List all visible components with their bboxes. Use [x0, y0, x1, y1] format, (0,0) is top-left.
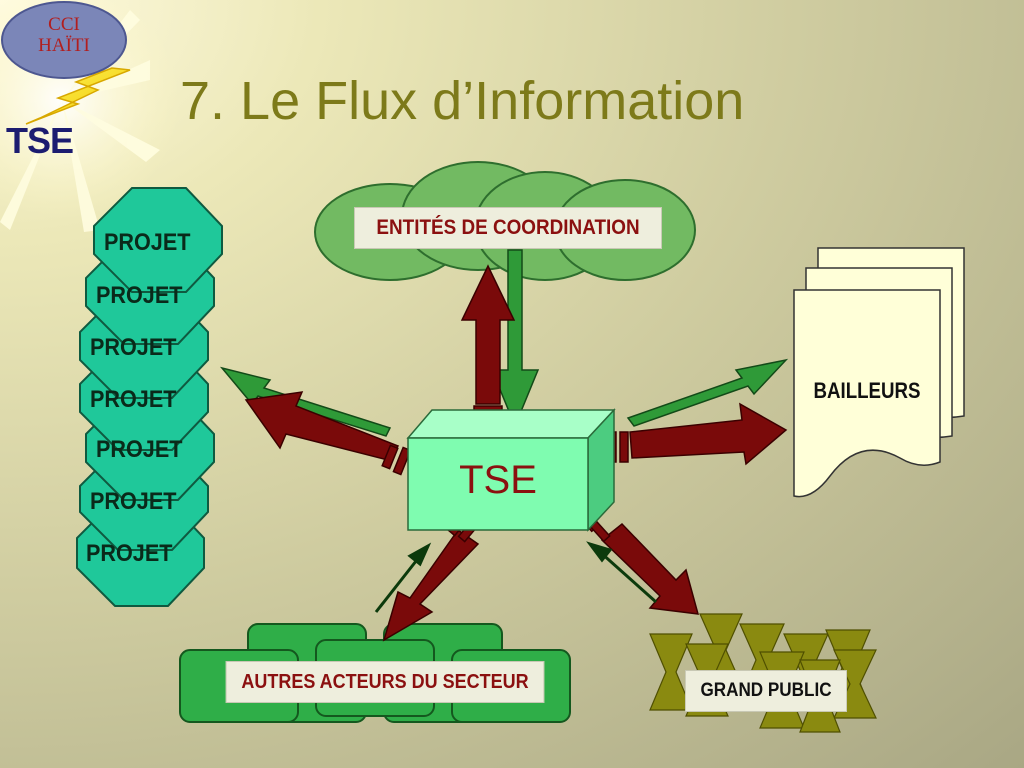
projet-stack: [76, 187, 223, 607]
tse-cube: [406, 408, 616, 532]
projet-label: PROJET: [96, 436, 183, 463]
lightning-bolt-icon: [25, 67, 131, 125]
logo-tse-text: TSE: [6, 120, 74, 161]
slide-title: 7. Le Flux d’Information: [180, 71, 745, 131]
red-arrows: [244, 264, 788, 642]
projet-label: PROJET: [86, 540, 173, 567]
tse-center-label: TSE: [459, 458, 537, 502]
logo-line-haiti: HAÏTI: [38, 35, 90, 56]
bailleurs-label: BAILLEURS: [813, 378, 921, 403]
projet-label: PROJET: [104, 229, 191, 256]
logo-cci-text: CCI HAÏTI: [24, 14, 104, 56]
logo-line-cci: CCI: [48, 14, 80, 35]
bailleurs-documents: [793, 247, 965, 498]
thin-arrows: [374, 541, 657, 613]
projet-label: PROJET: [90, 386, 177, 413]
projet-label: PROJET: [90, 334, 177, 361]
grand-public-label: GRAND PUBLIC: [685, 670, 847, 712]
logo-oval: [1, 1, 127, 79]
coordination-label: ENTITÉS DE COORDINATION: [354, 207, 662, 249]
projet-label: PROJET: [90, 488, 177, 515]
autres-acteurs-label: AUTRES ACTEURS DU SECTEUR: [225, 661, 545, 703]
green-arrows: [219, 249, 789, 437]
projet-label: PROJET: [96, 282, 183, 309]
